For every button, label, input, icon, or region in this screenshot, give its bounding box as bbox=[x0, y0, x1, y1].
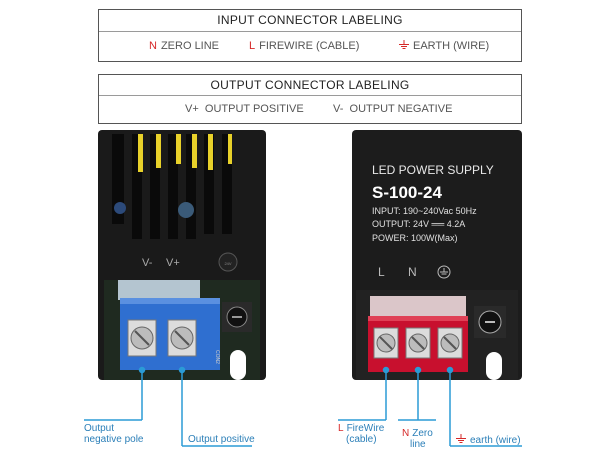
terminal-label-vplus: V+ bbox=[166, 257, 180, 269]
terminal-symbol-l: L bbox=[378, 265, 385, 279]
spec-power: POWER: 100W(Max) bbox=[372, 233, 458, 243]
input-side-photo: LED POWER SUPPLY S-100-24 INPUT: 190~240… bbox=[352, 130, 522, 380]
spec-output: OUTPUT: 24V ══ 4.2A bbox=[372, 219, 465, 229]
board-text-con2: CON2 bbox=[214, 350, 220, 364]
earth-icon bbox=[399, 40, 409, 50]
earth-symbol-icon bbox=[437, 265, 451, 279]
board-marking: 24V bbox=[224, 261, 231, 266]
terminal-label-vminus: V- bbox=[142, 257, 153, 269]
mounting-slot bbox=[230, 350, 246, 380]
vent-slots bbox=[112, 134, 232, 239]
output-box-row: V+ OUTPUT POSITIVE V- OUTPUT NEGATIVE bbox=[99, 96, 521, 123]
terminal-symbol-n: N bbox=[408, 265, 417, 279]
output-box-title: OUTPUT CONNECTOR LABELING bbox=[99, 75, 521, 96]
blue-terminal-block bbox=[118, 280, 220, 370]
callout-output-negative-pole: Output negative pole bbox=[84, 423, 144, 445]
input-box-title: INPUT CONNECTOR LABELING bbox=[99, 10, 521, 32]
callout-output-positive: Output positive bbox=[188, 434, 255, 445]
mounting-slot bbox=[486, 352, 502, 380]
output-positive-label: V+ OUTPUT POSITIVE bbox=[185, 103, 304, 115]
spec-input: INPUT: 190~240Vac 50Hz bbox=[372, 206, 477, 216]
adjust-potentiometer bbox=[474, 306, 506, 338]
model-number: S-100-24 bbox=[372, 183, 442, 202]
output-connector-labeling-box: OUTPUT CONNECTOR LABELING V+ OUTPUT POSI… bbox=[98, 74, 522, 124]
output-negative-label: V- OUTPUT NEGATIVE bbox=[333, 103, 453, 115]
adjust-potentiometer bbox=[222, 302, 252, 332]
earth-label: EARTH (WIRE) bbox=[399, 32, 489, 61]
red-terminal-block bbox=[368, 296, 468, 372]
product-heading: LED POWER SUPPLY bbox=[372, 163, 494, 177]
callout-earth-wire: earth (wire) bbox=[456, 434, 521, 446]
output-side-photo: 24V V- V+ CON2 bbox=[98, 130, 266, 380]
earth-icon bbox=[456, 434, 466, 444]
